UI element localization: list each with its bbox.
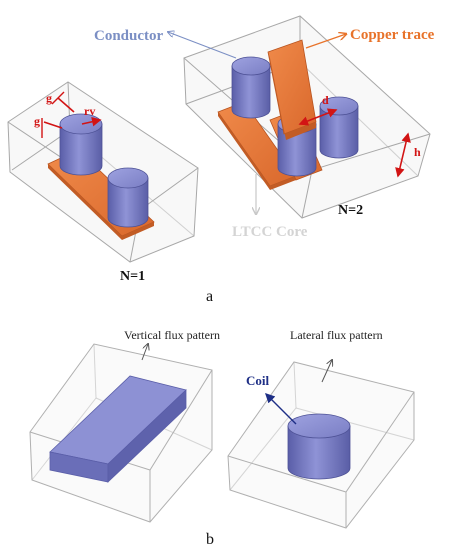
g-top-label: g — [46, 91, 52, 105]
d-label: d — [322, 93, 329, 107]
rv-label: rv — [84, 104, 95, 118]
panel-a-caption: a — [206, 288, 213, 305]
vertical-flux-label: Vertical flux pattern — [124, 328, 220, 342]
ltcc-core-label: LTCC Core — [232, 224, 308, 240]
lateral-flux-model: Coil Lateral flux pattern — [227, 328, 415, 529]
coil-cylinder — [287, 413, 351, 480]
conductor-pointer — [168, 32, 237, 59]
vertical-flux-bar — [49, 375, 187, 483]
lateral-flux-label: Lateral flux pattern — [290, 328, 383, 342]
rv-radius-arrow — [81, 117, 102, 127]
n2-label: N=2 — [338, 203, 363, 218]
n1-conductor-cylinder-right — [107, 167, 149, 228]
h-label: h — [414, 145, 421, 159]
vertical-flux-model: Vertical flux pattern — [29, 328, 220, 523]
copper-trace-label: Copper trace — [350, 27, 435, 43]
copper-trace-pointer — [305, 34, 346, 49]
g-top-dimension — [57, 97, 75, 113]
n1-conductor-cylinder-left — [59, 113, 103, 176]
g-side-label: g — [34, 114, 40, 128]
n1-label: N=1 — [120, 269, 145, 284]
d-spacing-arrow — [298, 108, 338, 126]
h-height-arrow — [395, 132, 411, 178]
coil-pointer — [265, 393, 297, 425]
g-side-dimension — [43, 121, 63, 129]
coil-label: Coil — [246, 373, 270, 388]
n1-inductor-model: g g rv N=1 — [7, 81, 199, 284]
n2-conductor-cylinder-back-left — [231, 56, 271, 119]
vertical-flux-pointer — [141, 344, 148, 361]
lateral-flux-pointer — [321, 360, 332, 383]
n1-ltcc-box — [7, 81, 199, 263]
n2-inductor-model: d h N=2 — [183, 15, 431, 219]
panel-b-caption: b — [206, 531, 214, 548]
conductor-label: Conductor — [94, 28, 164, 44]
